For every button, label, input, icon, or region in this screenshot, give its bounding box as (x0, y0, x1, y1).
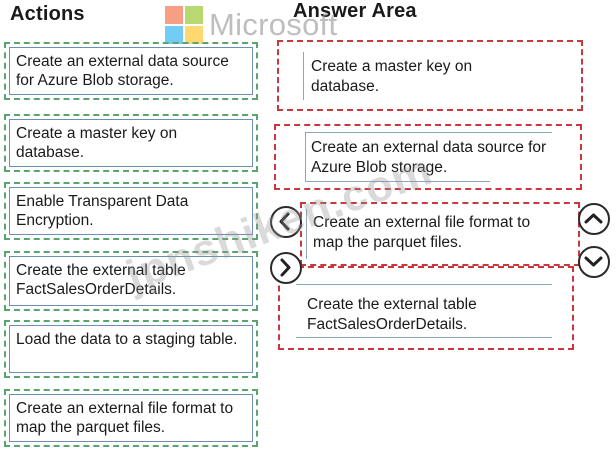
answer-card-label: Create a master key on database. (311, 58, 473, 95)
answer-card: Create the external table FactSalesOrder… (296, 284, 552, 338)
answer-card: Create an external data source for Azure… (305, 132, 552, 182)
action-item[interactable]: Load the data to a staging table. (4, 320, 258, 378)
chevron-up-icon (584, 213, 603, 224)
action-item[interactable]: Create a master key on database. (4, 114, 258, 172)
action-item-label: Enable Transparent Data Encryption. (9, 187, 253, 235)
move-down-button[interactable] (578, 246, 610, 278)
action-item[interactable]: Enable Transparent Data Encryption. (4, 182, 258, 240)
answer-slot[interactable]: Create an external data source for Azure… (274, 124, 582, 190)
microsoft-logo-icon (165, 6, 203, 44)
answer-card-label: Create the external table FactSalesOrder… (307, 296, 477, 333)
action-item[interactable]: Create the external table FactSalesOrder… (4, 251, 258, 311)
answer-card: Create a master key on database. (303, 52, 544, 100)
answer-card-label: Create an external data source for Azure… (311, 139, 547, 176)
action-item-label: Create an external data source for Azure… (9, 47, 253, 95)
answer-area-heading: Answer Area (293, 0, 417, 22)
action-item[interactable]: Create an external file format to map th… (4, 389, 258, 447)
move-up-button[interactable] (578, 203, 610, 235)
chevron-left-icon (279, 212, 290, 231)
chevron-down-icon (584, 256, 603, 267)
answer-card: Create an external file format to map th… (306, 209, 557, 259)
microsoft-logo-text: Microsoft (209, 7, 338, 42)
action-item-label: Create the external table FactSalesOrder… (9, 256, 253, 306)
actions-heading: Actions (10, 3, 85, 25)
move-left-button[interactable] (270, 206, 302, 238)
answer-card-label: Create an external file format to map th… (313, 214, 531, 251)
chevron-right-icon (280, 258, 291, 277)
action-item-label: Create an external file format to map th… (9, 394, 253, 442)
answer-slot[interactable]: Create an external file format to map th… (300, 202, 580, 266)
action-item[interactable]: Create an external data source for Azure… (4, 42, 258, 100)
action-item-label: Create a master key on database. (9, 119, 253, 167)
action-item-label: Load the data to a staging table. (9, 325, 253, 373)
answer-slot[interactable]: Create the external table FactSalesOrder… (278, 266, 574, 350)
move-right-button[interactable] (270, 252, 302, 284)
microsoft-logo: Microsoft (165, 6, 337, 44)
answer-slot[interactable]: Create a master key on database. (277, 40, 583, 111)
